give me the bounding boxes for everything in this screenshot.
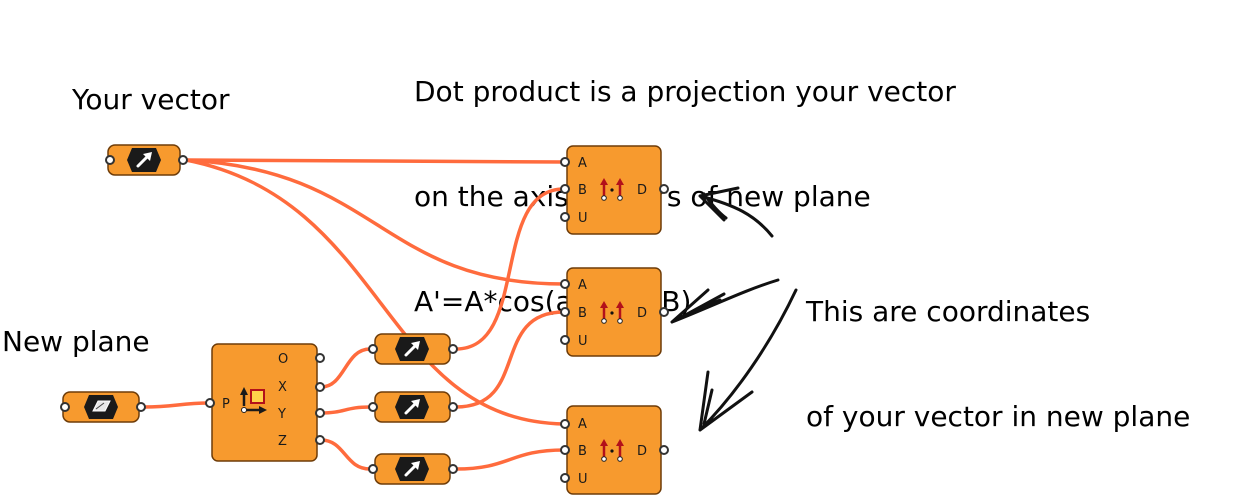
dot-product-component-3[interactable]: A B U D xyxy=(560,405,669,495)
vector-param-icon xyxy=(125,146,163,174)
dot3-input-u: U xyxy=(578,472,588,487)
deplane-output-y: Y xyxy=(277,407,286,422)
coordinates-note-line-1: This are coordinates xyxy=(806,295,1091,328)
dot2-input-b: B xyxy=(578,306,587,321)
new-plane-param[interactable] xyxy=(60,391,146,423)
dot2-input-a: A xyxy=(578,278,587,293)
dot1-input-u: U xyxy=(578,211,588,226)
wire-vector-to-dot3-a xyxy=(184,158,566,426)
dot3-input-a: A xyxy=(578,417,587,432)
wire-vec1-to-dot1-b xyxy=(454,187,566,351)
coordinates-note: This are coordinates of your vector in n… xyxy=(806,224,1190,469)
wires xyxy=(142,158,566,471)
dot3-output-d: D xyxy=(637,444,647,459)
arrow-to-dot2-icon xyxy=(670,278,780,324)
wire-plane-to-deplane xyxy=(142,401,211,409)
vector-param-icon xyxy=(393,393,431,421)
wire-vector-to-dot1-a xyxy=(184,158,566,164)
dot-product-note-line-1: Dot product is a projection your vector xyxy=(414,75,956,108)
dot2-input-u: U xyxy=(578,334,588,349)
coordinates-note-line-2: of your vector in new plane xyxy=(806,400,1191,433)
arrow-to-dot3-icon xyxy=(698,288,798,432)
new-plane-label: New plane xyxy=(2,325,150,358)
dot3-input-b: B xyxy=(578,444,587,459)
axis-z-vector-param[interactable] xyxy=(368,453,458,485)
wire-vec3-to-dot3-b xyxy=(454,448,566,471)
deplane-output-x: X xyxy=(278,380,287,395)
your-vector-param[interactable] xyxy=(105,144,188,176)
dot1-input-a: A xyxy=(578,156,587,171)
dot-product-component-2[interactable]: A B U D xyxy=(560,267,669,357)
wire-z-to-vec3 xyxy=(319,438,372,471)
axis-x-vector-param[interactable] xyxy=(368,333,458,365)
deconstruct-plane-component[interactable]: P O X Y Z xyxy=(205,343,325,462)
dot1-input-b: B xyxy=(578,183,587,198)
dot1-output-d: D xyxy=(637,183,647,198)
your-vector-label: Your vector xyxy=(72,83,230,116)
arrow-to-dot1-icon xyxy=(698,186,774,238)
axis-y-vector-param[interactable] xyxy=(368,391,458,423)
vector-param-icon xyxy=(393,455,431,483)
dot-product-component-1[interactable]: A B U D xyxy=(560,145,669,235)
wire-x-to-vec1 xyxy=(319,347,372,389)
wire-vector-to-dot2-a xyxy=(184,158,566,286)
deplane-input-p: P xyxy=(222,397,230,412)
wire-y-to-vec2 xyxy=(319,405,372,415)
deconstruct-plane-icon xyxy=(240,387,267,414)
deplane-output-z: Z xyxy=(278,434,287,449)
hand-drawn-arrows xyxy=(670,186,798,432)
plane-param-icon xyxy=(83,394,119,420)
deplane-output-o: O xyxy=(278,352,288,367)
dot2-output-d: D xyxy=(637,306,647,321)
vector-param-icon xyxy=(393,335,431,363)
wire-vec2-to-dot2-b xyxy=(454,310,566,409)
